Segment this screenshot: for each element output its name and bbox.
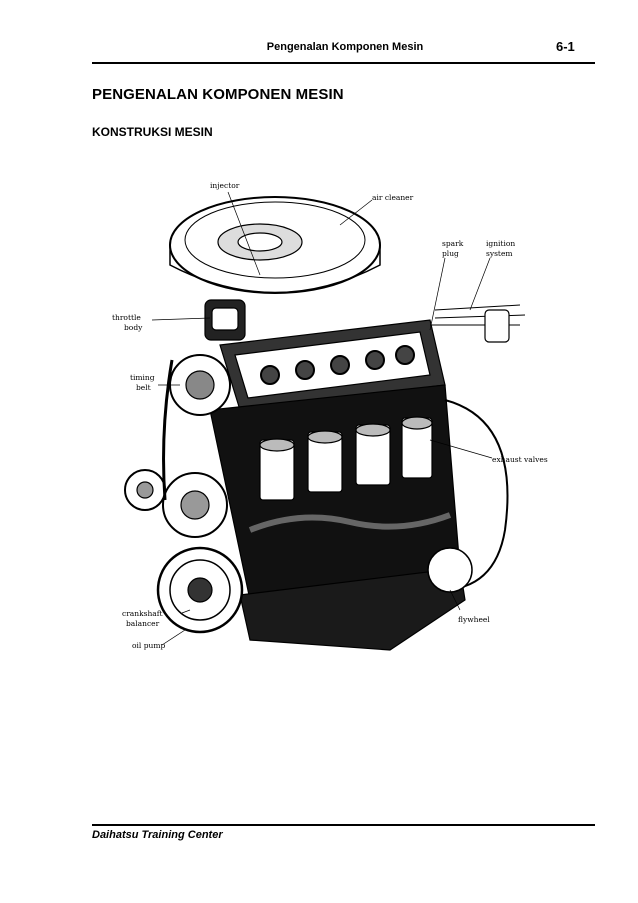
label-timing: timing bbox=[130, 373, 155, 382]
label-ignition: ignition bbox=[486, 239, 515, 248]
label-flywheel: flywheel bbox=[458, 615, 490, 624]
label-system: system bbox=[486, 249, 513, 258]
running-header-title: Pengenalan Komponen Mesin bbox=[266, 41, 424, 53]
label-exhaust-valves: exhaust valves bbox=[492, 455, 548, 464]
label-injector: injector bbox=[210, 181, 240, 190]
label-throttle: throttle bbox=[112, 313, 141, 322]
label-body: body bbox=[124, 323, 143, 332]
engine-cutaway-illustration: injector air cleaner spark plug ignition… bbox=[112, 181, 548, 651]
header-rule bbox=[92, 62, 595, 64]
page-number: 6-1 bbox=[556, 39, 575, 54]
label-balancer: balancer bbox=[126, 619, 160, 628]
section-title: KONSTRUKSI MESIN bbox=[92, 125, 213, 139]
footer-text: Daihatsu Training Center bbox=[92, 829, 223, 841]
label-spark: spark bbox=[442, 239, 464, 248]
label-oil-pump: oil pump bbox=[132, 641, 165, 650]
label-belt: belt bbox=[136, 383, 151, 392]
label-crankshaft: crankshaft bbox=[122, 609, 163, 618]
callout-leaders bbox=[151, 191, 493, 646]
callout-labels: injector air cleaner spark plug ignition… bbox=[112, 181, 548, 650]
engine-drawing bbox=[124, 196, 526, 651]
label-air-cleaner: air cleaner bbox=[372, 193, 414, 202]
label-plug: plug bbox=[442, 249, 459, 258]
footer-rule bbox=[92, 824, 595, 826]
chapter-title: PENGENALAN KOMPONEN MESIN bbox=[92, 86, 344, 103]
